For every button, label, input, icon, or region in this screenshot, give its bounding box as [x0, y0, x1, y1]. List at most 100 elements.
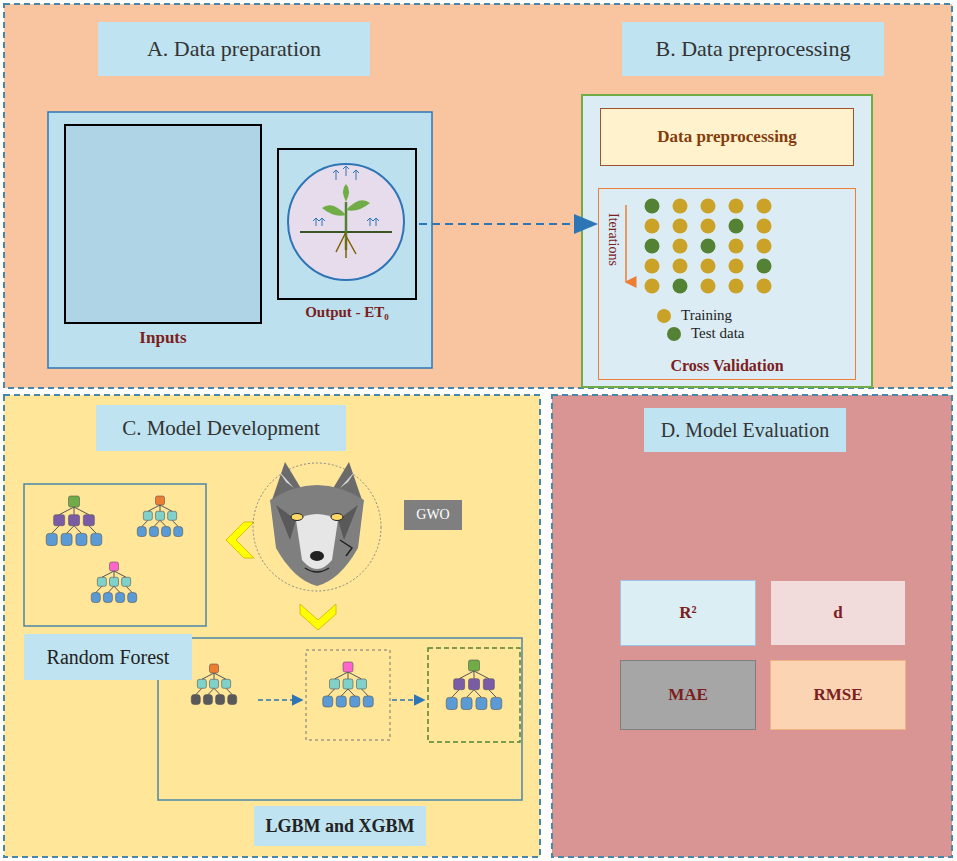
tree-part [459, 671, 474, 679]
rf-tree-box [24, 484, 206, 626]
tree-part [489, 690, 496, 698]
decoration [270, 485, 364, 586]
box-label: C. Model Development [122, 416, 320, 441]
tree-part [148, 505, 160, 511]
tree-part [160, 505, 161, 511]
legend-row: Test data [667, 325, 745, 342]
tree-part [91, 593, 100, 603]
cv-dot [701, 199, 716, 214]
tree-part [474, 690, 481, 698]
tree-part [126, 586, 132, 592]
cv-dot [701, 219, 716, 234]
chain-arrow [258, 699, 302, 701]
box-label: Data preprocessing [657, 127, 797, 147]
tree-part [76, 533, 87, 545]
tree-part [328, 689, 335, 696]
process-box: d [770, 580, 906, 646]
process-box: GWO [404, 500, 462, 530]
cv-dot [757, 259, 772, 274]
box-label: d [833, 603, 842, 623]
cv-dot [757, 279, 772, 294]
cv-dot [673, 199, 688, 214]
decoration [253, 463, 381, 591]
iterations-arrow [625, 205, 627, 282]
cv-dot [645, 219, 660, 234]
tree-part [452, 690, 459, 698]
tree-part [336, 696, 346, 707]
tree-part [110, 562, 119, 571]
cv-dot [673, 239, 688, 254]
decoration [331, 514, 343, 521]
boost-tree-box [158, 638, 522, 800]
tree-part [89, 526, 96, 534]
cv-dot-grid [645, 199, 772, 294]
tree-part [210, 664, 219, 673]
decoration [313, 218, 325, 226]
tree-part [348, 672, 349, 679]
tree-part [52, 526, 59, 534]
box-label: LGBM and XGBM [265, 816, 414, 837]
wolf-icon [253, 462, 381, 591]
legend-row: Training [657, 307, 732, 324]
cv-dot [673, 259, 688, 274]
tree-part [142, 520, 148, 526]
process-box: D. Model Evaluation [644, 408, 846, 452]
panel-c [4, 395, 540, 857]
legend-label: Test data [691, 325, 745, 342]
tree-part [174, 527, 183, 537]
tree-part [226, 688, 232, 694]
process-box: MAE [620, 660, 756, 730]
decoration [333, 170, 339, 180]
axis-label: Iterations [605, 213, 621, 266]
box-label: RMSE [813, 685, 862, 705]
decoration [367, 218, 379, 226]
tree-part [108, 586, 114, 592]
tree-part [143, 511, 152, 520]
process-box: C. Model Development [96, 405, 346, 451]
tree-part [83, 515, 94, 526]
tree-part [348, 689, 355, 696]
tree-part [162, 527, 171, 537]
tree-part [335, 672, 349, 679]
tree-part [69, 496, 80, 507]
cv-dot [673, 219, 688, 234]
tree-part [454, 679, 465, 690]
decoration [296, 514, 338, 569]
tree-part [214, 673, 215, 679]
decoration [313, 166, 379, 226]
tree-part [168, 511, 177, 520]
box-label: A. Data preparation [147, 36, 321, 62]
process-box: LGBM and XGBM [254, 806, 426, 846]
tree-part [137, 527, 146, 537]
process-box: Random Forest [24, 634, 192, 680]
decoration [336, 232, 356, 258]
decoration [340, 470, 356, 488]
tree-part [476, 697, 487, 709]
tree-part [116, 593, 125, 603]
cv-dot [729, 199, 744, 214]
tree-part [154, 520, 160, 526]
tree-part [46, 533, 57, 545]
tree-part [156, 496, 165, 505]
cv-dot [701, 279, 716, 294]
tree-part [149, 527, 158, 537]
tree-part [208, 688, 214, 694]
tree-part [102, 571, 114, 577]
tree-part [202, 673, 214, 679]
tree-part [343, 679, 353, 689]
decoration [305, 568, 329, 572]
tree-part [222, 679, 231, 688]
box-label: Random Forest [47, 646, 170, 669]
tree-part [467, 690, 474, 698]
box-title: Cross Validation [599, 357, 855, 375]
yellow-chevron [226, 522, 254, 558]
tree-part [97, 577, 106, 586]
cv-dot [729, 279, 744, 294]
tree-part [91, 533, 102, 545]
tree-part [114, 571, 115, 577]
tree-part [74, 507, 89, 515]
tree-part [446, 697, 457, 709]
tree-part [483, 679, 494, 690]
tree-part [214, 673, 226, 679]
decoration [346, 200, 370, 210]
